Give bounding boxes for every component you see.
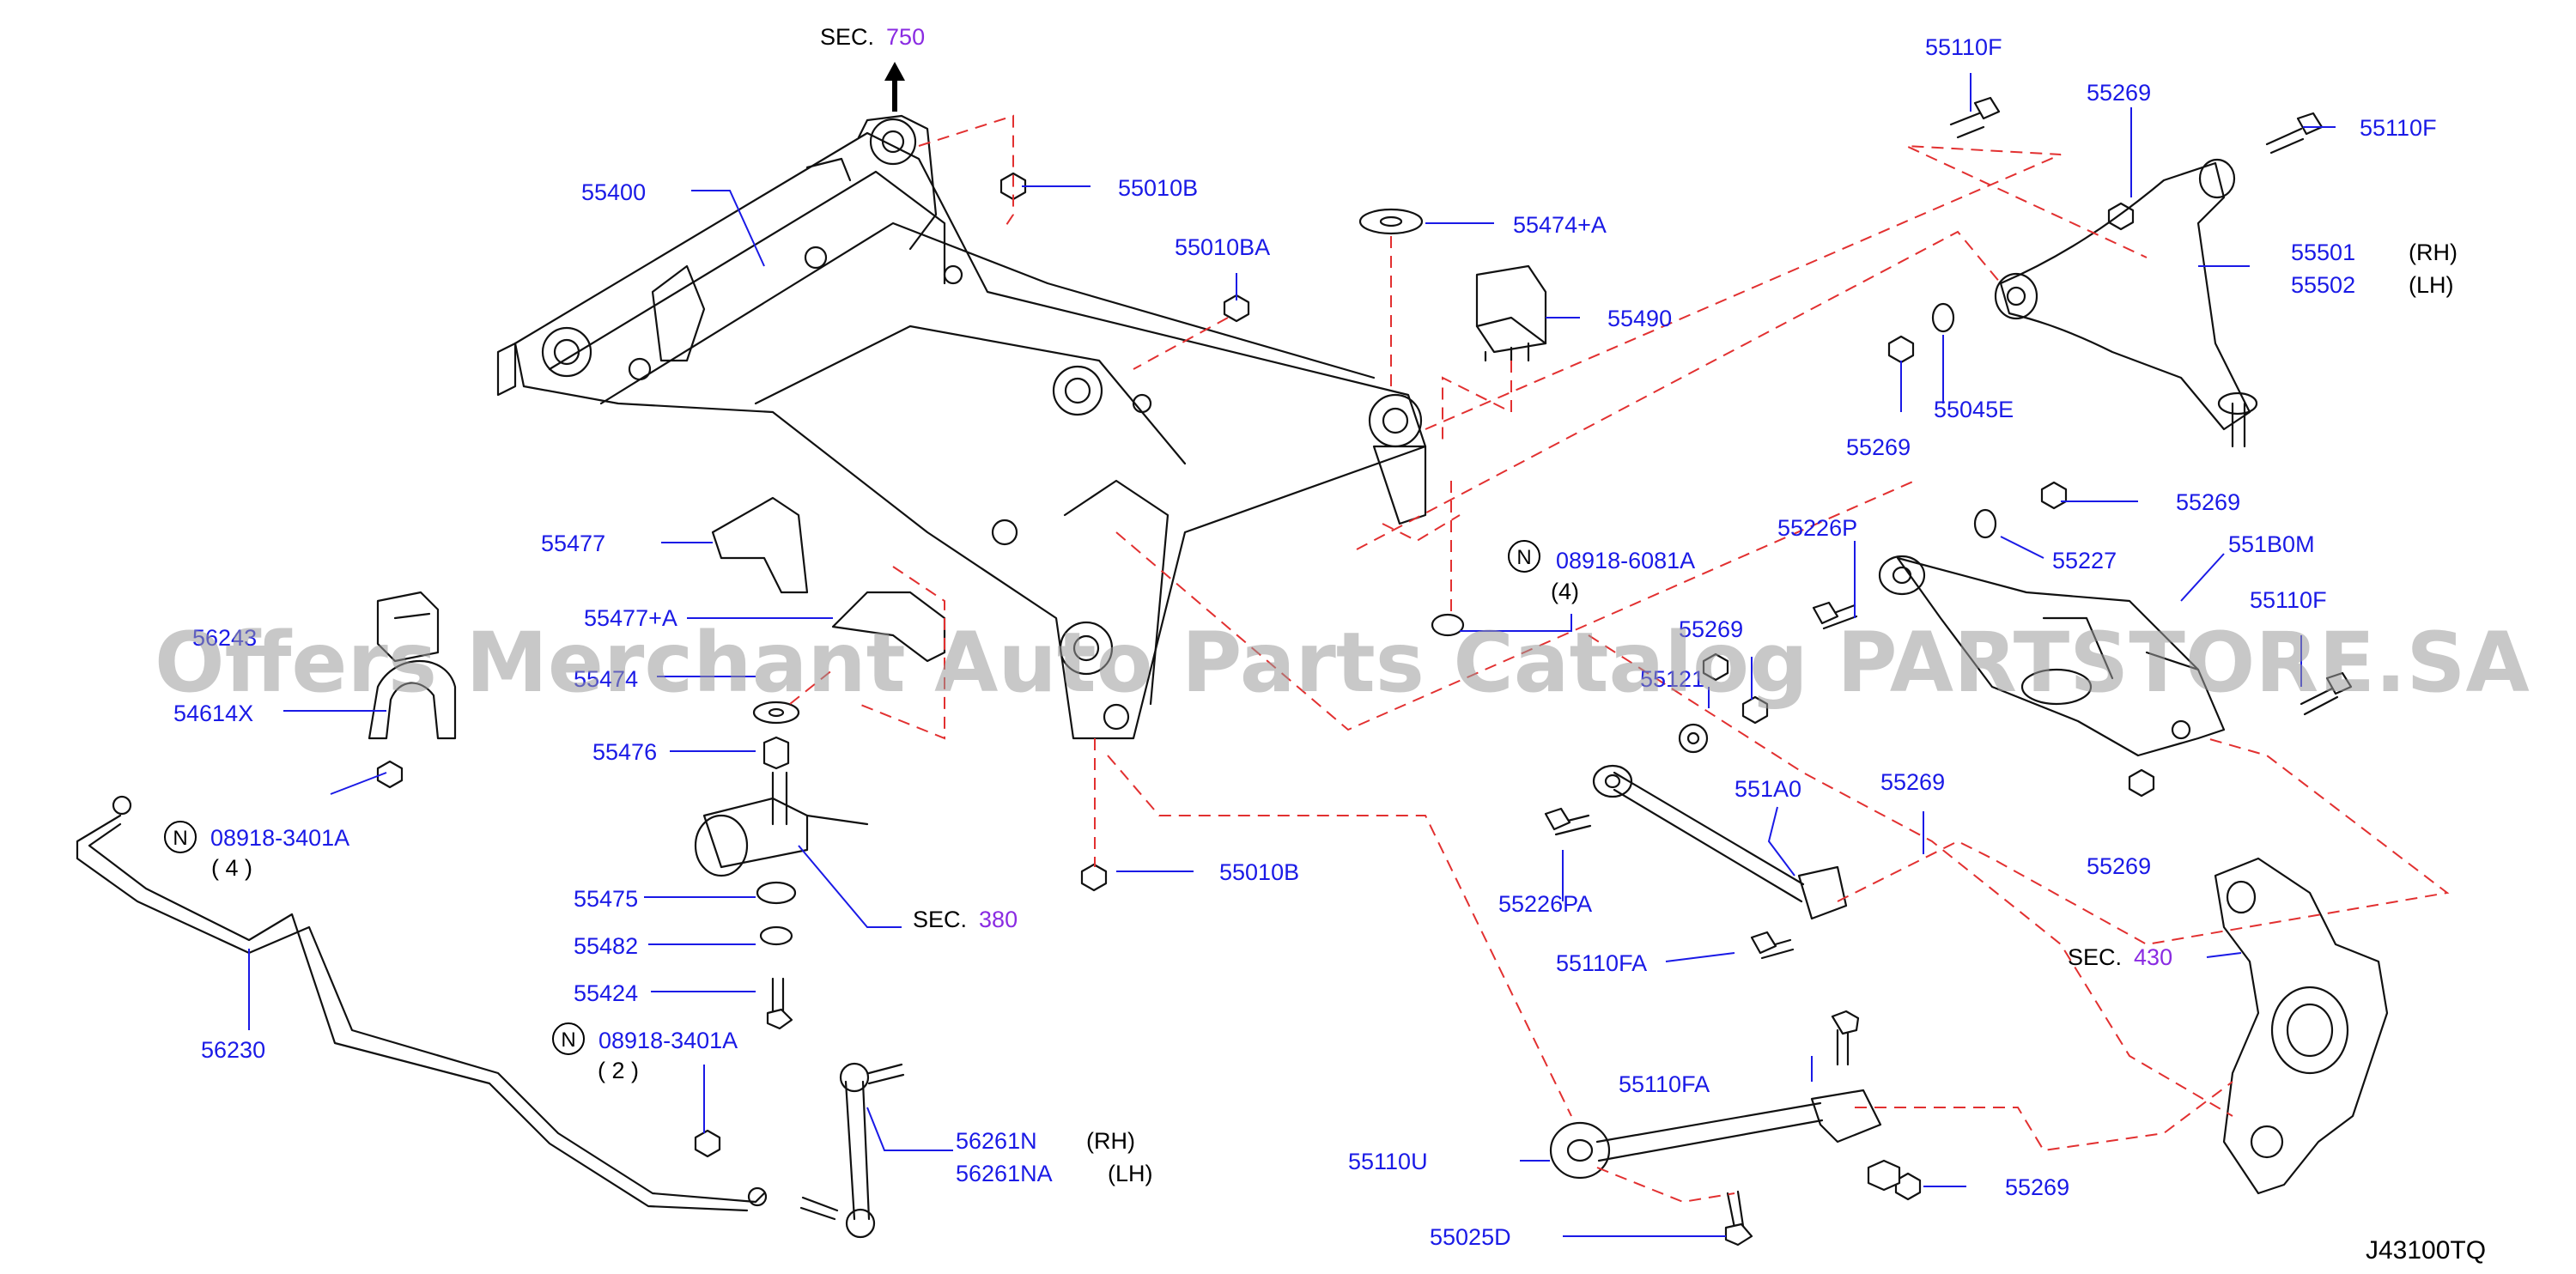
n-symbol-2: N (173, 827, 187, 850)
part-label-55501[interactable]: 55501 (2291, 240, 2355, 265)
part-label-55110fa-b[interactable]: 55110FA (1619, 1071, 1710, 1097)
connecting-rod-drawing (799, 1062, 905, 1239)
lower-link-drawing (1878, 555, 2226, 757)
drawing-layer (76, 62, 2389, 1247)
part-label-55477[interactable]: 55477 (541, 531, 605, 556)
part-label-55424[interactable]: 55424 (574, 980, 638, 1006)
watermark-text: Offers Merchant Auto Parts Catalog PARTS… (155, 615, 2530, 711)
part-label-55477a[interactable]: 55477+A (584, 605, 677, 631)
part-label-5512x[interactable]: 55121 (1640, 666, 1704, 692)
part-labels[interactable]: 55400 55010B 55010BA 55474+A 55490 55110… (173, 34, 2458, 1250)
part-label-55025d[interactable]: 55025D (1430, 1224, 1511, 1250)
part-label-55226p[interactable]: 55226P (1777, 515, 1857, 541)
part-label-551b0m[interactable]: 551B0M (2228, 531, 2315, 557)
section-refs[interactable]: SEC.750 SEC.380 SEC.430 (820, 24, 2172, 970)
part-label-56230[interactable]: 56230 (201, 1037, 265, 1063)
stabilizer-bushing-drawing (368, 591, 457, 740)
part-label-55474[interactable]: 55474 (574, 666, 638, 692)
note-rh-55501: (RH) (2409, 240, 2458, 265)
part-label-55110fa-a[interactable]: 55110FA (1556, 950, 1647, 976)
note-lh-56261na: (LH) (1108, 1161, 1153, 1186)
part-label-55269-c[interactable]: 55269 (1679, 616, 1743, 642)
part-label-55269-f[interactable]: 55269 (2005, 1174, 2069, 1200)
part-label-55400[interactable]: 55400 (581, 179, 646, 205)
part-label-55110f-r3[interactable]: 55110F (2250, 587, 2327, 613)
part-label-08918-3401a-b[interactable]: 08918-3401A (598, 1028, 738, 1053)
lateral-link-drawing (1592, 764, 1848, 920)
note-qty2: ( 2 ) (598, 1058, 639, 1083)
leader-lines (248, 73, 2336, 1237)
part-label-08918-6081a[interactable]: 08918-6081A (1556, 548, 1695, 573)
stabilizer-bar-drawing (76, 795, 768, 1212)
part-label-56243[interactable]: 56243 (192, 625, 257, 651)
part-label-54614x[interactable]: 54614X (173, 701, 253, 726)
note-qty4-b: (4) (1551, 579, 1579, 604)
part-label-55045e[interactable]: 55045E (1934, 397, 2014, 422)
part-label-55010ba[interactable]: 55010BA (1175, 234, 1270, 260)
fasteners-drawing (376, 96, 2353, 1247)
n-symbol-1: N (1516, 546, 1531, 569)
n-symbols: N N N (164, 540, 1540, 1055)
mount-55474a-drawing (1358, 208, 1424, 235)
part-label-55490[interactable]: 55490 (1607, 306, 1672, 331)
part-label-55475[interactable]: 55475 (574, 886, 638, 912)
part-label-08918-3401a-a[interactable]: 08918-3401A (210, 825, 349, 851)
subframe-drawing (496, 114, 1427, 740)
part-label-56261n[interactable]: 56261N (956, 1128, 1037, 1154)
note-lh-55502: (LH) (2409, 272, 2454, 298)
part-label-55110f-top[interactable]: 55110F (1925, 34, 2002, 60)
part-label-55269-mid[interactable]: 55269 (1846, 434, 1911, 460)
part-label-55269-d[interactable]: 55269 (1880, 769, 1945, 795)
part-label-55110f-right[interactable]: 55110F (2360, 115, 2437, 141)
note-rh-56261n: (RH) (1086, 1128, 1135, 1154)
part-label-55227[interactable]: 55227 (2052, 548, 2117, 573)
dashed-guides (789, 114, 2450, 1204)
bracket-55477a-drawing (831, 591, 946, 663)
knuckle-drawing (2214, 857, 2389, 1195)
upper-link-drawing (1994, 158, 2258, 448)
part-label-56261na[interactable]: 56261NA (956, 1161, 1053, 1186)
diagram-code: J43100TQ (2366, 1236, 2486, 1265)
part-label-55269-e[interactable]: 55269 (2087, 853, 2151, 879)
stopper-55490-drawing (1475, 264, 1547, 362)
sec-430-ref[interactable]: SEC.430 (2068, 944, 2172, 970)
part-label-55476[interactable]: 55476 (592, 739, 657, 765)
note-qty4-a: ( 4 ) (211, 855, 252, 881)
part-label-55226pa[interactable]: 55226PA (1498, 891, 1592, 917)
part-label-551a0[interactable]: 551A0 (1735, 776, 1801, 802)
part-label-55502[interactable]: 55502 (2291, 272, 2355, 298)
part-label-55110u[interactable]: 55110U (1348, 1149, 1428, 1174)
n-symbol-3: N (561, 1028, 575, 1052)
link-55476-drawing (694, 771, 869, 877)
bracket-55477-drawing (711, 496, 809, 594)
part-label-55269-r2[interactable]: 55269 (2176, 489, 2240, 515)
part-label-55269-top[interactable]: 55269 (2087, 80, 2151, 106)
arrow-sec750 (884, 62, 905, 112)
part-label-55474a[interactable]: 55474+A (1513, 212, 1607, 238)
part-label-55482[interactable]: 55482 (574, 933, 638, 959)
sec-380-ref[interactable]: SEC.380 (913, 907, 1018, 932)
rear-link-drawing (1549, 1089, 1882, 1180)
sec-750-ref[interactable]: SEC.750 (820, 24, 925, 50)
part-label-55010b-top[interactable]: 55010B (1118, 175, 1198, 201)
part-label-55010b-bot[interactable]: 55010B (1219, 859, 1299, 885)
